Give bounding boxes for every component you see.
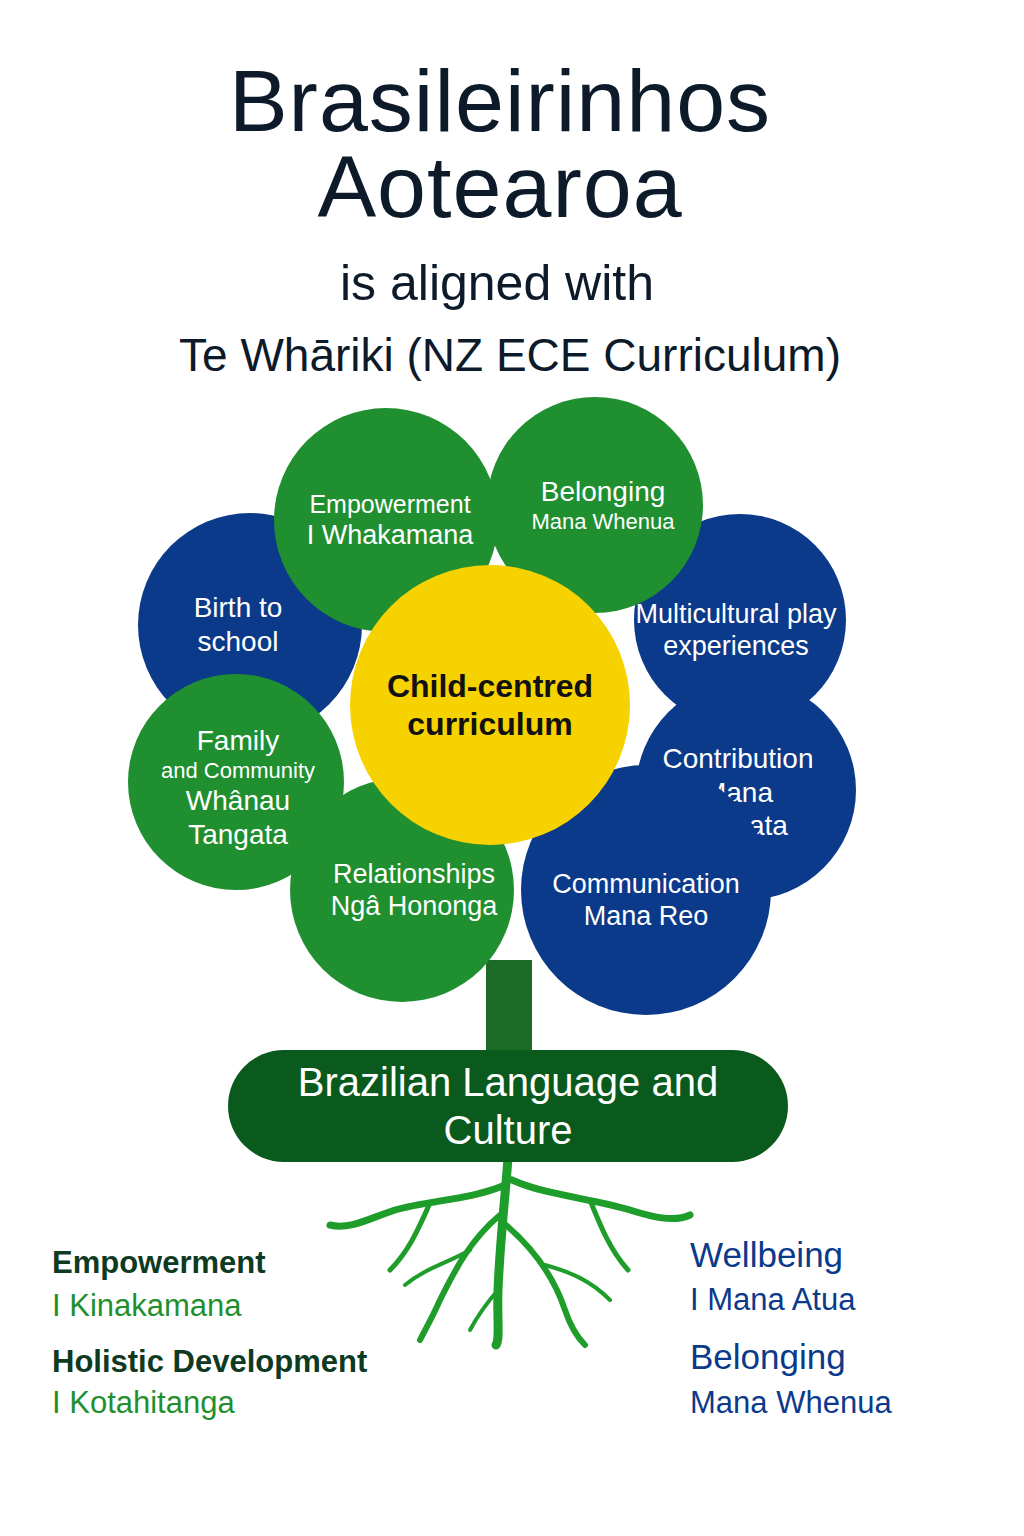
node-text: Belonging — [493, 475, 713, 509]
node-text: Family — [133, 724, 343, 758]
node-text: I Whakamana — [275, 519, 505, 551]
node-text: Empowerment — [275, 489, 505, 519]
root-pill: Brazilian Language and Culture — [228, 1050, 788, 1162]
node-label-group: Multicultural play experiences — [631, 598, 841, 663]
node-text: Child-centred curriculum — [360, 667, 620, 744]
node-text: Mana Whenua — [493, 509, 713, 535]
principle-label: Holistic Development — [52, 1345, 367, 1379]
title: Brasileirinhos Aotearoa — [40, 58, 960, 230]
subtitle: Te Whāriki (NZ ECE Curriculum) — [179, 330, 841, 381]
node-text: and Community — [133, 758, 343, 784]
node-text: Multicultural play experiences — [631, 598, 841, 663]
node-text: Relationships — [299, 858, 529, 890]
strand-label: Mana Whenua — [690, 1386, 892, 1420]
node-label-group: Birth to school — [163, 591, 313, 658]
principle-label: I Kotahitanga — [52, 1386, 235, 1420]
node-label-group: EmpowermentI Whakamana — [275, 489, 505, 551]
node-text: Communication — [526, 868, 766, 900]
node-text: Brazilian Language and Culture — [258, 1058, 758, 1154]
node-label-group: RelationshipsNgâ Hononga — [299, 858, 529, 923]
node-label-group: Child-centred curriculum — [360, 667, 620, 744]
principle-label: I Kinakamana — [52, 1289, 242, 1323]
strand-label: I Mana Atua — [690, 1283, 855, 1317]
subtitle: is aligned with — [340, 256, 654, 311]
center-circle: Child-centred curriculum — [350, 565, 630, 845]
tree-roots — [330, 1158, 690, 1345]
node-label-group: BelongingMana Whenua — [493, 475, 713, 535]
node-text: Birth to school — [163, 591, 313, 658]
strand-label: Belonging — [690, 1338, 846, 1377]
tree-trunk — [486, 960, 532, 1060]
strand-label: Wellbeing — [690, 1236, 843, 1275]
node-text: Whânau Tangata — [153, 784, 323, 851]
node-label-group: Brazilian Language and Culture — [258, 1058, 758, 1154]
principle-label: Empowerment — [52, 1246, 266, 1280]
node-label-group: CommunicationMana Reo — [526, 868, 766, 933]
node-text: Ngâ Hononga — [299, 890, 529, 922]
node-text: Mana Reo — [526, 900, 766, 932]
